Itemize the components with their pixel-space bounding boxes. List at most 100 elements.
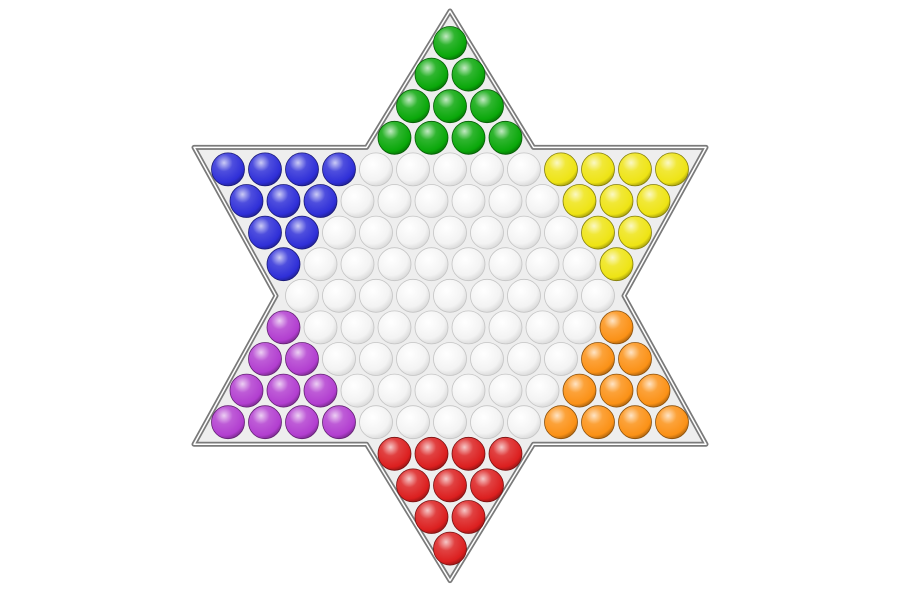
empty-hole[interactable] bbox=[470, 342, 504, 376]
blue-marble[interactable] bbox=[303, 184, 338, 218]
orange-marble[interactable] bbox=[581, 342, 615, 376]
purple-marble[interactable] bbox=[285, 405, 319, 440]
empty-hole[interactable] bbox=[488, 373, 523, 408]
empty-hole[interactable] bbox=[414, 373, 449, 408]
empty-hole[interactable] bbox=[470, 278, 504, 313]
empty-hole[interactable] bbox=[544, 215, 578, 250]
empty-hole[interactable] bbox=[451, 373, 486, 408]
empty-hole[interactable] bbox=[340, 310, 375, 345]
yellow-marble[interactable] bbox=[618, 152, 652, 187]
green-marble[interactable] bbox=[451, 120, 486, 155]
empty-hole[interactable] bbox=[396, 278, 430, 313]
empty-hole[interactable] bbox=[525, 247, 560, 282]
empty-hole[interactable] bbox=[451, 310, 486, 345]
empty-hole[interactable] bbox=[507, 215, 541, 250]
blue-marble[interactable] bbox=[248, 215, 282, 250]
empty-hole[interactable] bbox=[414, 184, 449, 218]
purple-marble[interactable] bbox=[229, 373, 264, 408]
orange-marble[interactable] bbox=[599, 373, 634, 408]
empty-hole[interactable] bbox=[414, 310, 449, 345]
yellow-marble[interactable] bbox=[581, 215, 615, 250]
empty-hole[interactable] bbox=[359, 215, 393, 250]
green-marble[interactable] bbox=[433, 26, 467, 60]
green-marble[interactable] bbox=[470, 89, 504, 124]
blue-marble[interactable] bbox=[285, 215, 319, 250]
empty-hole[interactable] bbox=[581, 278, 615, 313]
empty-hole[interactable] bbox=[488, 247, 523, 282]
empty-hole[interactable] bbox=[396, 405, 430, 440]
empty-hole[interactable] bbox=[340, 184, 375, 218]
empty-hole[interactable] bbox=[488, 310, 523, 345]
green-marble[interactable] bbox=[414, 57, 449, 92]
empty-hole[interactable] bbox=[359, 278, 393, 313]
empty-hole[interactable] bbox=[433, 278, 467, 313]
empty-hole[interactable] bbox=[340, 373, 375, 408]
empty-hole[interactable] bbox=[303, 310, 338, 345]
orange-marble[interactable] bbox=[562, 373, 597, 408]
empty-hole[interactable] bbox=[525, 310, 560, 345]
empty-hole[interactable] bbox=[451, 247, 486, 282]
empty-hole[interactable] bbox=[525, 184, 560, 218]
orange-marble[interactable] bbox=[618, 342, 652, 376]
orange-marble[interactable] bbox=[636, 373, 671, 408]
blue-marble[interactable] bbox=[211, 152, 245, 187]
red-marble[interactable] bbox=[470, 468, 504, 503]
empty-hole[interactable] bbox=[322, 278, 356, 313]
empty-hole[interactable] bbox=[562, 247, 597, 282]
orange-marble[interactable] bbox=[618, 405, 652, 440]
yellow-marble[interactable] bbox=[599, 184, 634, 218]
empty-hole[interactable] bbox=[303, 247, 338, 282]
red-marble[interactable] bbox=[451, 500, 486, 534]
orange-marble[interactable] bbox=[581, 405, 615, 440]
red-marble[interactable] bbox=[414, 500, 449, 534]
orange-marble[interactable] bbox=[599, 310, 634, 345]
empty-hole[interactable] bbox=[433, 215, 467, 250]
green-marble[interactable] bbox=[414, 120, 449, 155]
empty-hole[interactable] bbox=[377, 247, 412, 282]
empty-hole[interactable] bbox=[322, 215, 356, 250]
blue-marble[interactable] bbox=[229, 184, 264, 218]
yellow-marble[interactable] bbox=[544, 152, 578, 187]
purple-marble[interactable] bbox=[266, 373, 301, 408]
empty-hole[interactable] bbox=[340, 247, 375, 282]
green-marble[interactable] bbox=[396, 89, 430, 124]
blue-marble[interactable] bbox=[266, 247, 301, 282]
empty-hole[interactable] bbox=[396, 342, 430, 376]
empty-hole[interactable] bbox=[507, 405, 541, 440]
purple-marble[interactable] bbox=[285, 342, 319, 376]
empty-hole[interactable] bbox=[396, 215, 430, 250]
empty-hole[interactable] bbox=[433, 152, 467, 187]
empty-hole[interactable] bbox=[562, 310, 597, 345]
empty-hole[interactable] bbox=[377, 184, 412, 218]
purple-marble[interactable] bbox=[211, 405, 245, 440]
empty-hole[interactable] bbox=[377, 310, 412, 345]
purple-marble[interactable] bbox=[322, 405, 356, 440]
empty-hole[interactable] bbox=[470, 405, 504, 440]
blue-marble[interactable] bbox=[248, 152, 282, 187]
empty-hole[interactable] bbox=[470, 215, 504, 250]
red-marble[interactable] bbox=[451, 436, 486, 471]
yellow-marble[interactable] bbox=[581, 152, 615, 187]
empty-hole[interactable] bbox=[433, 342, 467, 376]
green-marble[interactable] bbox=[451, 57, 486, 92]
green-marble[interactable] bbox=[488, 120, 523, 155]
empty-hole[interactable] bbox=[359, 152, 393, 187]
blue-marble[interactable] bbox=[322, 152, 356, 187]
empty-hole[interactable] bbox=[433, 405, 467, 440]
green-marble[interactable] bbox=[377, 120, 412, 155]
orange-marble[interactable] bbox=[655, 405, 689, 440]
purple-marble[interactable] bbox=[248, 405, 282, 440]
empty-hole[interactable] bbox=[544, 342, 578, 376]
red-marble[interactable] bbox=[488, 436, 523, 471]
empty-hole[interactable] bbox=[322, 342, 356, 376]
empty-hole[interactable] bbox=[285, 278, 319, 313]
empty-hole[interactable] bbox=[544, 278, 578, 313]
orange-marble[interactable] bbox=[544, 405, 578, 440]
empty-hole[interactable] bbox=[396, 152, 430, 187]
empty-hole[interactable] bbox=[525, 373, 560, 408]
empty-hole[interactable] bbox=[377, 373, 412, 408]
empty-hole[interactable] bbox=[359, 405, 393, 440]
red-marble[interactable] bbox=[414, 436, 449, 471]
empty-hole[interactable] bbox=[488, 184, 523, 218]
empty-hole[interactable] bbox=[451, 184, 486, 218]
